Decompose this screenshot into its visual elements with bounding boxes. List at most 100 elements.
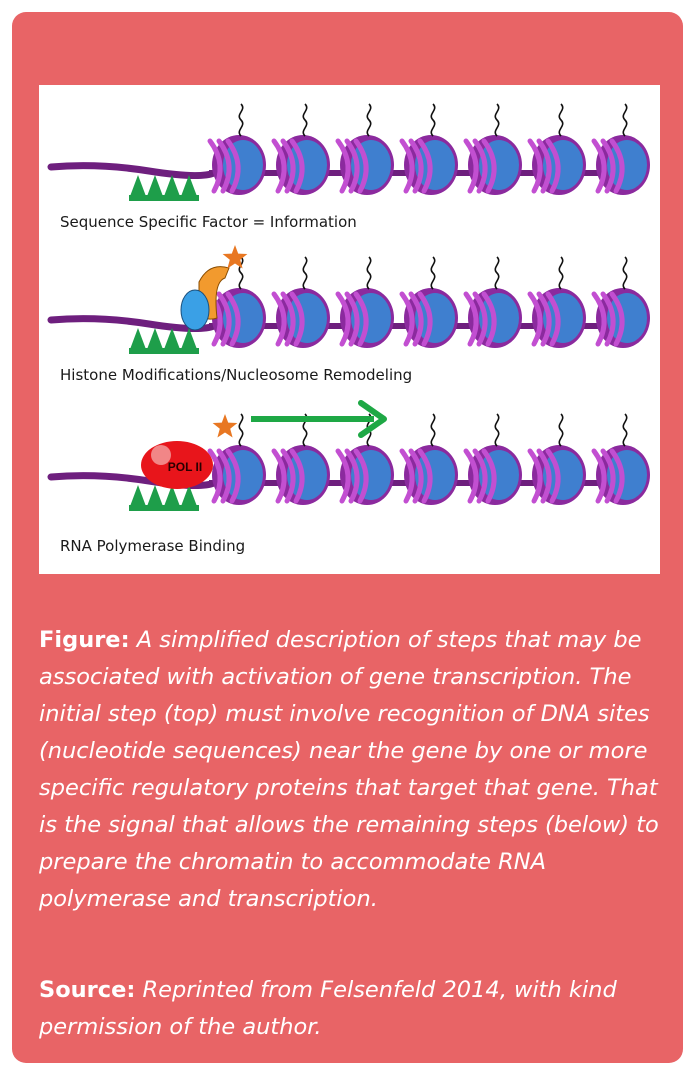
caption-label: Figure: xyxy=(39,627,130,653)
dna-wrap xyxy=(609,291,625,347)
nucleosome xyxy=(399,103,458,195)
dna-wrap xyxy=(353,448,369,504)
dna-wrap xyxy=(472,138,488,194)
regulatory-factor xyxy=(180,289,210,331)
dna-wrap xyxy=(216,448,232,504)
nucleosome xyxy=(527,413,586,505)
source-text: Reprinted from Felsenfeld 2014, with kin… xyxy=(39,977,617,1040)
dna-wrap xyxy=(353,138,369,194)
dna-wrap xyxy=(280,448,296,504)
polymerase-modification-star xyxy=(212,414,238,438)
chromatin-row-2 xyxy=(47,256,650,354)
dna-wrap xyxy=(344,448,360,504)
source-label: Source: xyxy=(39,977,136,1003)
caption-text: A simplified description of steps that m… xyxy=(39,627,659,912)
binding-site-triangle xyxy=(180,175,198,199)
dna-strand xyxy=(47,162,218,180)
binding-site-triangle xyxy=(163,328,181,352)
polymerase-label: POL II xyxy=(168,460,202,474)
dna-wrap xyxy=(271,448,287,504)
dna-wrap xyxy=(545,138,561,194)
dna-wrap xyxy=(472,448,488,504)
nucleosome xyxy=(463,413,522,505)
histone-tail xyxy=(558,256,564,290)
dna-wrap xyxy=(527,138,543,194)
dna-wrap xyxy=(399,448,415,504)
nucleosome xyxy=(527,103,586,195)
histone-tail xyxy=(430,103,436,137)
binding-site-triangle xyxy=(129,485,147,509)
dna-wrap xyxy=(527,448,543,504)
source-note: Source: Reprinted from Felsenfeld 2014, … xyxy=(39,972,669,1046)
dna-wrap xyxy=(417,291,433,347)
row-label-polymerase-binding: RNA Polymerase Binding xyxy=(60,537,246,555)
dna-wrap xyxy=(481,291,497,347)
binding-site-triangle xyxy=(180,485,198,509)
histone-tail xyxy=(622,103,628,137)
binding-site-base xyxy=(129,348,199,354)
binding-site-triangle xyxy=(146,328,164,352)
row-label-histone-modifications: Histone Modifications/Nucleosome Remodel… xyxy=(60,366,413,384)
dna-wrap xyxy=(463,448,479,504)
dna-wrap xyxy=(408,291,424,347)
dna-wrap xyxy=(527,291,543,347)
nucleosome xyxy=(335,103,394,195)
nucleosome xyxy=(335,413,394,505)
histone-tail xyxy=(622,256,628,290)
dna-wrap xyxy=(600,448,616,504)
dna-wrap xyxy=(335,448,351,504)
dna-wrap xyxy=(353,291,369,347)
chromatin-diagram-svg: POL II xyxy=(47,103,650,511)
nucleosome xyxy=(207,103,266,195)
transcription-arrow-head xyxy=(358,400,387,438)
nucleosome xyxy=(591,413,650,505)
dna-wrap xyxy=(399,138,415,194)
nucleosome xyxy=(271,413,330,505)
dna-wrap xyxy=(591,291,607,347)
nucleosome xyxy=(207,413,266,505)
nucleosome xyxy=(335,256,394,348)
dna-wrap xyxy=(609,138,625,194)
dna-wrap xyxy=(216,291,232,347)
dna-wrap xyxy=(463,291,479,347)
dna-wrap xyxy=(280,138,296,194)
histone-tail xyxy=(558,103,564,137)
nucleosome xyxy=(271,256,330,348)
dna-wrap xyxy=(600,138,616,194)
dna-wrap xyxy=(408,138,424,194)
dna-wrap xyxy=(545,448,561,504)
dna-wrap xyxy=(216,138,232,194)
dna-wrap xyxy=(335,291,351,347)
dna-wrap xyxy=(591,138,607,194)
dna-wrap xyxy=(207,448,223,504)
chromatin-diagram: POL II Sequence Specific Factor = Inform… xyxy=(39,85,660,574)
histone-tail xyxy=(558,413,564,447)
dna-wrap xyxy=(335,138,351,194)
dna-wrap xyxy=(417,138,433,194)
histone-tail xyxy=(494,103,500,137)
dna-strand xyxy=(47,472,218,490)
binding-site-triangle xyxy=(146,175,164,199)
figure-caption: Figure: A simplified description of step… xyxy=(39,622,669,918)
histone-tail xyxy=(238,103,244,137)
dna-wrap xyxy=(289,138,305,194)
histone-tail xyxy=(238,256,244,290)
dna-wrap xyxy=(344,138,360,194)
histone-tail xyxy=(366,256,372,290)
nucleosome xyxy=(271,103,330,195)
histone-tail xyxy=(494,256,500,290)
histone-tail xyxy=(302,256,308,290)
dna-wrap xyxy=(481,448,497,504)
binding-site-base xyxy=(129,505,199,511)
chromatin-row-3 xyxy=(47,413,650,511)
dna-wrap xyxy=(271,291,287,347)
polymerase-highlight xyxy=(151,445,171,465)
dna-wrap xyxy=(225,138,241,194)
dna-wrap xyxy=(536,448,552,504)
nucleosome xyxy=(399,413,458,505)
binding-site-triangle xyxy=(129,328,147,352)
binding-site-base xyxy=(129,195,199,201)
dna-wrap xyxy=(463,138,479,194)
dna-wrap xyxy=(417,448,433,504)
binding-site-triangle xyxy=(129,175,147,199)
